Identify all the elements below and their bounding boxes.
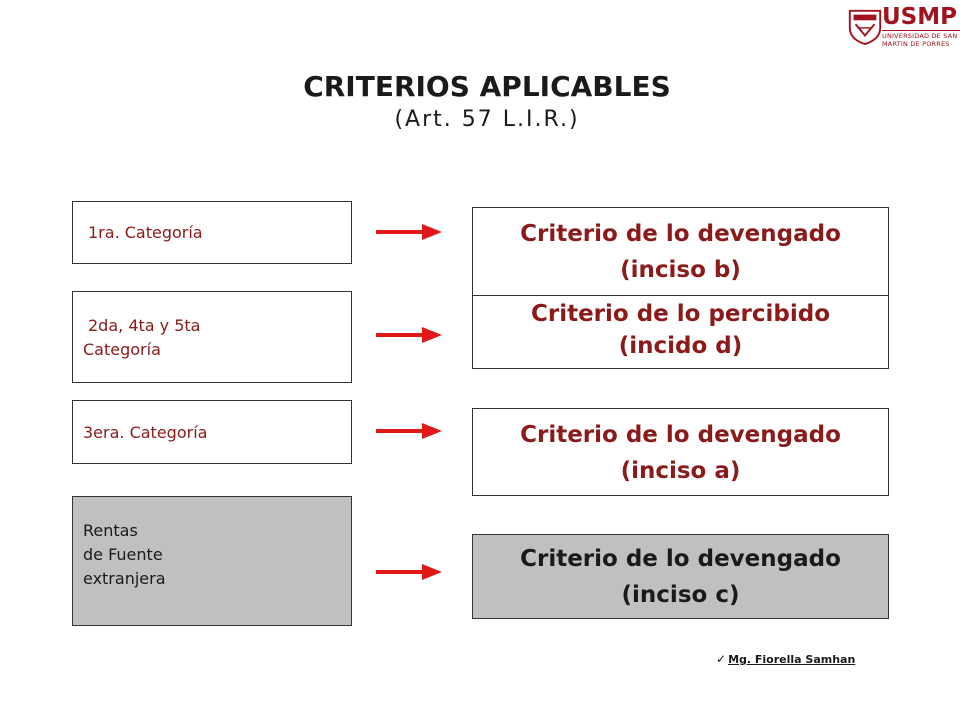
criterion-title: Criterio de lo devengado xyxy=(520,422,841,448)
arrow-right-icon xyxy=(376,423,442,439)
category-label: 3era. Categoría xyxy=(83,423,208,442)
criterion-box-4: Criterio de lo devengado (inciso c) xyxy=(472,534,889,619)
criterion-subtitle: (inciso c) xyxy=(621,582,740,608)
category-label: Rentas xyxy=(83,521,138,540)
category-box-3: 3era. Categoría xyxy=(72,400,352,464)
arrow-right-icon xyxy=(376,564,442,580)
logo-subtitle: UNIVERSIDAD DE SAN MARTIN DE PORRES xyxy=(882,30,960,48)
criterion-subtitle: (inciso b) xyxy=(620,257,741,283)
category-label-3: extranjera xyxy=(83,569,166,588)
category-label: 1ra. Categoría xyxy=(88,223,203,242)
criterion-box-1: Criterio de lo devengado (inciso b) xyxy=(472,207,889,296)
author-credit: ✓Mg. Fiorella Samhan xyxy=(716,652,855,666)
slide-title: CRITERIOS APLICABLES xyxy=(303,70,671,103)
category-box-4: Rentas de Fuente extranjera xyxy=(72,496,352,626)
arrow-right-icon xyxy=(376,327,442,343)
category-box-1: 1ra. Categoría xyxy=(72,201,352,264)
criterion-title: Criterio de lo percibido xyxy=(530,301,831,327)
logo-name: USMP xyxy=(882,4,957,30)
criterion-box-2: Criterio de lo percibido (incido d) xyxy=(472,295,889,369)
criterion-box-3: Criterio de lo devengado (inciso a) xyxy=(472,408,889,496)
criterion-subtitle: (inciso a) xyxy=(620,458,741,484)
usmp-shield-logo xyxy=(848,9,882,46)
criterion-title: Criterio de lo devengado xyxy=(520,221,841,247)
category-label-2: Categoría xyxy=(83,340,161,359)
arrow-right-icon xyxy=(376,224,442,240)
usmp-logo-text: USMP UNIVERSIDAD DE SAN MARTIN DE PORRES xyxy=(882,4,960,48)
category-label-2: de Fuente xyxy=(83,545,163,564)
author-name: Mg. Fiorella Samhan xyxy=(728,653,856,666)
slide-subtitle: (Art. 57 L.I.R.) xyxy=(394,107,580,132)
category-box-2: 2da, 4ta y 5ta Categoría xyxy=(72,291,352,383)
criterion-title: Criterio de lo devengado xyxy=(520,546,841,572)
checkmark-icon: ✓ xyxy=(716,652,727,666)
category-label: 2da, 4ta y 5ta xyxy=(88,316,201,335)
criterion-subtitle: (incido d) xyxy=(618,333,743,359)
